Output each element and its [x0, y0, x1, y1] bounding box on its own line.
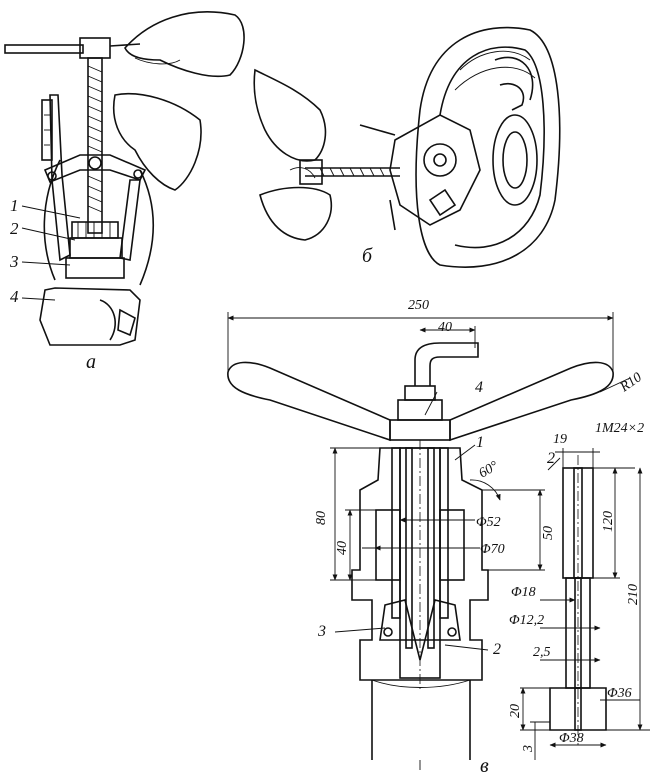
- dim-20: 20: [508, 704, 523, 718]
- callout-c-3: 3: [317, 623, 326, 640]
- dim-50: 50: [541, 526, 556, 540]
- hand-right: [112, 92, 202, 191]
- dim-r10: R10: [617, 370, 645, 396]
- callout-c-4: 4: [475, 379, 483, 396]
- callout-a-2: 2: [10, 219, 19, 238]
- caption-a: а: [86, 351, 96, 373]
- caption-c: в: [480, 755, 489, 777]
- dim-d70: Φ70: [480, 542, 505, 557]
- callout-a-1: 1: [10, 196, 19, 215]
- dim-2-5: 2,5: [533, 645, 551, 660]
- dim-d36: Φ36: [607, 686, 632, 701]
- dim-d38: Φ38: [559, 731, 584, 746]
- detail-rod: [520, 448, 650, 760]
- dim-thread: 1M24×2: [595, 421, 644, 436]
- dim-d52: Φ52: [476, 515, 501, 530]
- dim-120: 120: [601, 511, 616, 532]
- dim-250: 250: [408, 298, 429, 313]
- callout-c-1: 1: [476, 434, 484, 451]
- figure-b-pulley-puller: [253, 26, 561, 268]
- figure-a-puller: [4, 11, 245, 346]
- screw-thread: [87, 65, 103, 213]
- dim-40: 40: [335, 541, 350, 555]
- dim-210: 210: [626, 584, 641, 605]
- dim-80: 80: [314, 511, 329, 525]
- dim-3: 3: [521, 745, 536, 753]
- hand-top: [124, 11, 245, 78]
- callout-a-3: 3: [9, 252, 19, 271]
- callout-c-2-detail: 2: [547, 450, 555, 467]
- dim-60deg: 60°: [477, 458, 502, 481]
- callout-a-4: 4: [10, 287, 19, 306]
- caption-b: б: [362, 245, 373, 267]
- dim-d18: Φ18: [511, 585, 536, 600]
- dim-19: 19: [553, 432, 567, 447]
- figure-c-section: [227, 312, 631, 770]
- dim-40-offset: 40: [438, 320, 452, 335]
- dim-d12: Φ12,2: [509, 613, 544, 628]
- callout-c-2: 2: [493, 641, 501, 658]
